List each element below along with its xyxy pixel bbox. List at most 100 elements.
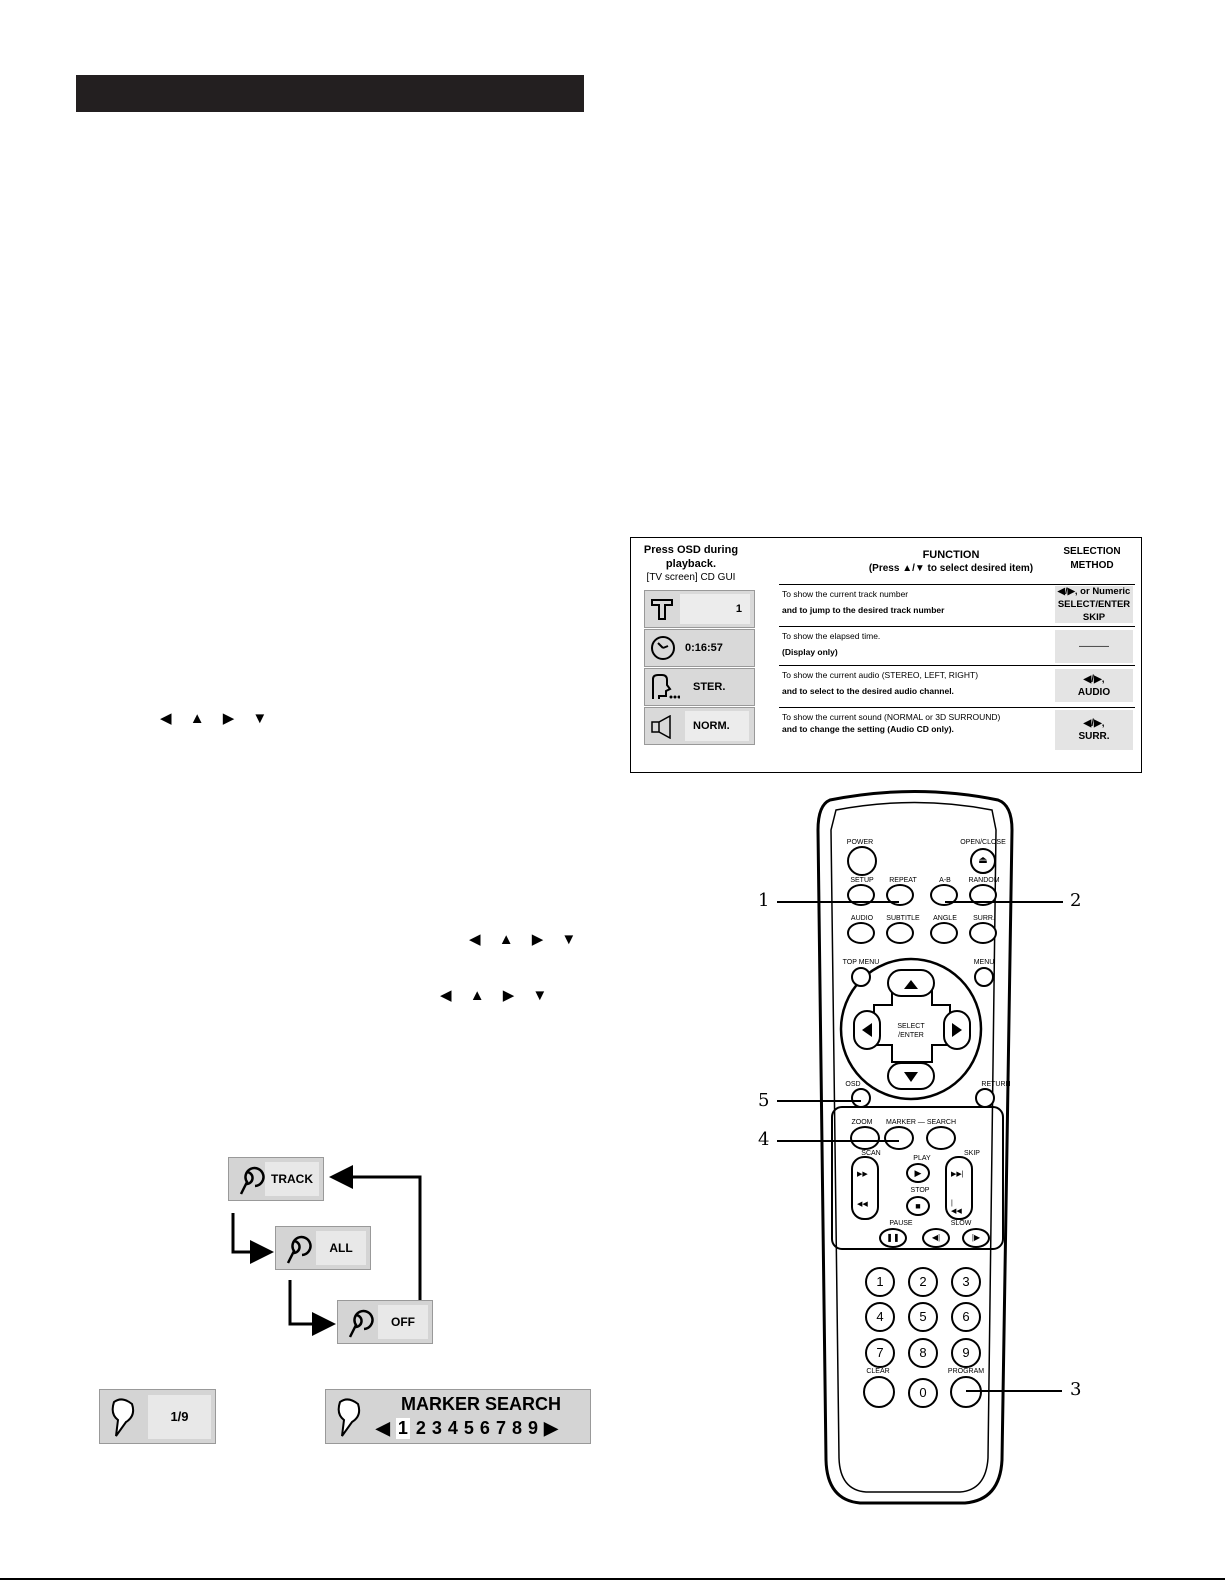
callout-3-line [966, 1390, 1062, 1392]
digit-9-button[interactable]: 9 [951, 1338, 981, 1368]
angle-button[interactable] [930, 922, 958, 944]
digit-3-button[interactable]: 3 [951, 1267, 981, 1297]
zoom-button[interactable] [850, 1126, 880, 1150]
marker-number: 1 [395, 1418, 410, 1439]
repeat-icon [286, 1235, 312, 1264]
top-menu-label: TOP MENU [842, 959, 880, 966]
top-menu-button[interactable] [851, 967, 871, 987]
audio-label: AUDIO [850, 915, 874, 922]
random-label: RANDOM [968, 877, 1000, 884]
scan-back-icon[interactable]: ◀◀ [857, 1201, 868, 1208]
digit-1-button[interactable]: 1 [865, 1267, 895, 1297]
stop-label: STOP [910, 1187, 930, 1194]
subtitle-label: SUBTITLE [886, 915, 920, 922]
repeat-button[interactable] [886, 884, 914, 906]
gui-value: 1 [735, 603, 742, 615]
program-button[interactable] [950, 1376, 982, 1408]
skip-label: SKIP [964, 1150, 980, 1157]
scan-forward-icon[interactable]: ▶▶ [857, 1171, 868, 1178]
slow-forward-button[interactable]: |▶ [962, 1228, 990, 1248]
marker-counter-value: 1/9 [148, 1395, 211, 1439]
slow-label: SLOW [950, 1220, 972, 1227]
callout-5-line [777, 1100, 861, 1102]
repeat-icon [239, 1166, 265, 1195]
function-column-header: FUNCTION (Press ▲/▼ to select desired it… [801, 548, 1101, 576]
marker-number: 5 [463, 1418, 474, 1438]
repeat-mode-label: ALL [316, 1231, 366, 1265]
selection-method: ◀/▶, or Numeric SELECT/ENTER SKIP [1055, 586, 1133, 623]
section-header-bar [76, 75, 584, 112]
gui-audio-box: STER. [644, 668, 755, 706]
function-desc: To show the current audio (STEREO, LEFT,… [782, 670, 979, 680]
menu-button[interactable] [974, 967, 994, 987]
skip-prev-icon[interactable]: |◀◀ [951, 1200, 962, 1215]
subtitle-button[interactable] [886, 922, 914, 944]
marker-button[interactable] [884, 1126, 914, 1150]
header-line: playback. [665, 558, 717, 570]
pause-label: PAUSE [889, 1220, 913, 1227]
skip-next-icon[interactable]: ▶▶| [951, 1171, 964, 1178]
random-button[interactable] [969, 884, 997, 906]
function-row: To show the current sound (NORMAL or 3D … [779, 707, 1135, 750]
function-desc: and to select to the desired audio chann… [782, 686, 954, 696]
audio-button[interactable] [847, 922, 875, 944]
function-desc: and to change the setting (Audio CD only… [782, 724, 954, 734]
select-enter-label: SELECT /ENTER [897, 1023, 925, 1039]
function-desc: To show the current sound (NORMAL or 3D … [782, 712, 1001, 722]
callout-4: 4 [758, 1129, 770, 1150]
arrow-keys-glyphs: ◀ ▲ ▶ ▼ [160, 710, 275, 727]
slow-back-button[interactable]: ◀| [922, 1228, 950, 1248]
stop-button[interactable]: ■ [906, 1196, 930, 1216]
osd-button[interactable] [851, 1088, 871, 1108]
arrow-keys-glyphs: ◀ ▲ ▶ ▼ [440, 987, 555, 1004]
selection-method: ◀/▶, AUDIO [1055, 669, 1133, 702]
clear-button[interactable] [863, 1376, 895, 1408]
play-button[interactable]: ▶ [906, 1163, 930, 1183]
callout-1: 1 [758, 890, 770, 911]
clear-label: CLEAR [866, 1368, 890, 1375]
function-desc: To show the elapsed time. [782, 631, 881, 641]
function-row: To show the current track number and to … [779, 584, 1135, 623]
marker-search-box: MARKER SEARCH ◀ 1 2 3 4 5 6 7 8 9 ▶ [325, 1389, 591, 1444]
angle-label: ANGLE [933, 915, 957, 922]
selection-method: ◀/▶, SURR. [1055, 710, 1133, 750]
marker-number: 9 [527, 1418, 538, 1438]
ab-label: A-B [939, 877, 951, 884]
power-button[interactable] [847, 846, 877, 876]
callout-2-line [945, 901, 1063, 903]
track-icon [651, 599, 673, 620]
marker-counter-box: 1/9 [99, 1389, 216, 1444]
header-line: FUNCTION [922, 549, 980, 561]
repeat-off-box: OFF [337, 1300, 433, 1344]
marker-number: 4 [447, 1418, 458, 1438]
surr-button[interactable] [969, 922, 997, 944]
setup-button[interactable] [847, 884, 875, 906]
search-button[interactable] [926, 1126, 956, 1150]
digit-6-button[interactable]: 6 [951, 1302, 981, 1332]
digit-5-button[interactable]: 5 [908, 1302, 938, 1332]
repeat-mode-label: OFF [378, 1305, 428, 1339]
open-close-button[interactable]: ⏏ [970, 848, 996, 874]
marker-search-label: MARKER — SEARCH [885, 1119, 957, 1126]
marker-pin-icon [111, 1398, 135, 1437]
marker-search-title: MARKER SEARCH [401, 1394, 562, 1414]
digit-0-button[interactable]: 0 [908, 1378, 938, 1408]
digit-7-button[interactable]: 7 [865, 1338, 895, 1368]
pause-button[interactable]: ❚❚ [879, 1228, 907, 1248]
return-button[interactable] [975, 1088, 995, 1108]
function-desc: (Display only) [782, 647, 838, 657]
digit-2-button[interactable]: 2 [908, 1267, 938, 1297]
surr-label: SURR. [973, 915, 995, 922]
function-desc: To show the current track number [782, 589, 909, 599]
ab-button[interactable] [930, 884, 958, 906]
digit-4-button[interactable]: 4 [865, 1302, 895, 1332]
repeat-track-box: TRACK [228, 1157, 324, 1201]
gui-track-box: 1 [644, 590, 755, 628]
method-line: ◀/▶, [1083, 718, 1105, 729]
gui-sound-box: NORM. [644, 707, 755, 745]
method-line: ◀/▶, [1083, 673, 1105, 685]
gui-value: 0:16:57 [685, 642, 723, 654]
digit-8-button[interactable]: 8 [908, 1338, 938, 1368]
power-label: POWER [846, 839, 874, 846]
